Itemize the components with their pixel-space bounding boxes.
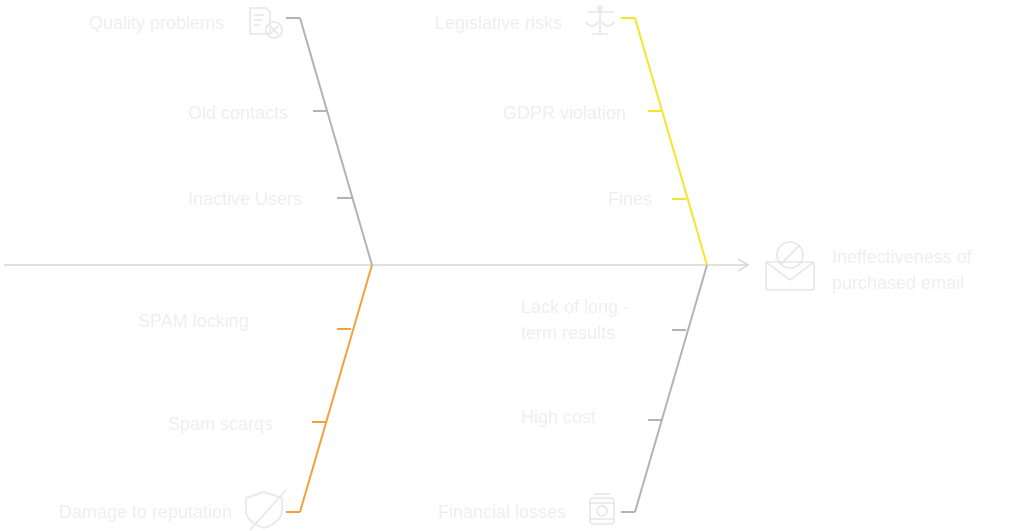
category-title-financial-losses: Financial losses bbox=[437, 502, 566, 522]
bone-legislative-risks bbox=[634, 17, 708, 266]
category-title-damage-to-reputation: Damage to reputation bbox=[58, 502, 232, 522]
broken-shield-icon bbox=[245, 489, 287, 531]
effect-label: Ineffectiveness of purchased email bbox=[832, 244, 1012, 296]
document-x-icon bbox=[249, 7, 283, 39]
scales-icon bbox=[585, 5, 615, 35]
spine-arrowhead bbox=[737, 258, 750, 272]
effect-label-line-2: purchased email bbox=[832, 273, 965, 293]
money-stack-icon bbox=[589, 493, 615, 525]
effect-label-line-1: Ineffectiveness of bbox=[832, 247, 972, 267]
cause-lack-of-long-term-results: Lack of long - term results bbox=[521, 297, 630, 343]
cause-gdpr-violation: GDPR violation bbox=[502, 103, 626, 123]
category-title-quality-problems: Quality problems bbox=[88, 13, 224, 33]
cause-fines: Fines bbox=[607, 189, 652, 209]
bone-financial-losses bbox=[634, 264, 708, 513]
bone-quality-problems bbox=[299, 17, 373, 266]
cause-inactive-users: Inactive Users bbox=[187, 189, 302, 209]
cause-spam-scarqs: Spam scarqs bbox=[168, 414, 274, 434]
cause-high-cost: High cost bbox=[521, 407, 597, 427]
cause-spam-locking: SPAM locking bbox=[138, 311, 249, 331]
envelope-blocked-icon bbox=[765, 241, 815, 291]
cause-old-contacts: Old contacts bbox=[187, 103, 288, 123]
bone-damage-to-reputation bbox=[299, 264, 373, 513]
category-title-legislative-risks: Legislative risks bbox=[434, 13, 562, 33]
